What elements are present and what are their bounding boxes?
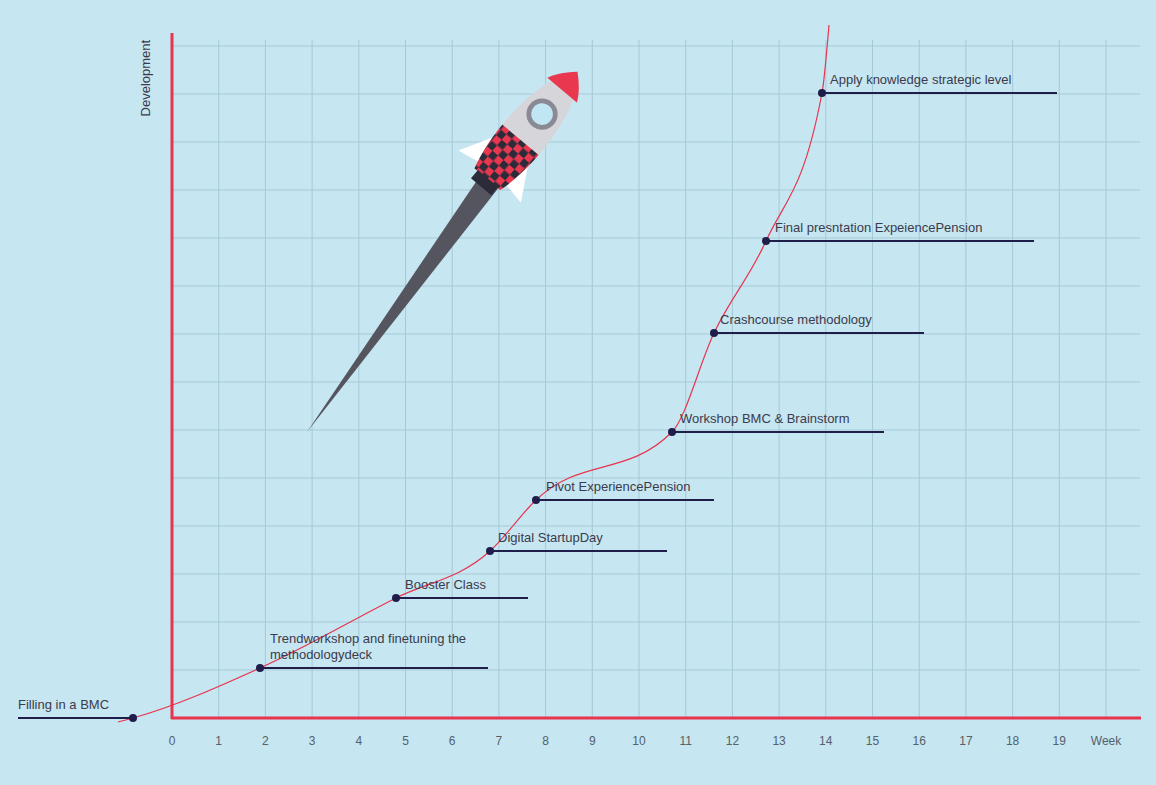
milestone-line: [822, 92, 1057, 94]
tick-label: 7: [496, 734, 503, 749]
milestone-label: Crashcourse methodology: [720, 312, 872, 328]
tick-label: 19: [1053, 734, 1066, 749]
x-axis: [171, 717, 1141, 720]
rocket-trail: [307, 170, 500, 432]
grid-line: [172, 46, 1140, 47]
grid-line: [172, 286, 1140, 287]
grid-line: [172, 670, 1140, 671]
milestone-label: Booster Class: [405, 577, 486, 593]
grid-line: [172, 478, 1140, 479]
grid-line: [172, 526, 1140, 527]
milestone-dot: [668, 428, 676, 436]
milestone-dot: [532, 496, 540, 504]
milestone-line: [536, 499, 714, 501]
milestone-line: [396, 597, 528, 599]
milestone-label: Trendworkshop and finetuning the methodo…: [270, 631, 470, 664]
milestone-dot: [486, 547, 494, 555]
rocket-nozzle: [471, 170, 498, 195]
milestone-label: Pivot ExperiencePension: [546, 479, 691, 495]
milestone-label: Filling in a BMC: [18, 697, 109, 713]
milestone-line: [18, 717, 133, 719]
milestone-line: [766, 240, 1034, 242]
tick-label: 17: [959, 734, 972, 749]
y-axis: [171, 33, 174, 719]
tick-label: 13: [772, 734, 785, 749]
grid-line: [172, 238, 1140, 239]
tick-label: 10: [632, 734, 645, 749]
rocket-checks: [464, 121, 544, 200]
grid-line: [172, 574, 1140, 575]
grid-line: [172, 142, 1140, 143]
milestone-label: Workshop BMC & Brainstorm: [680, 411, 850, 427]
axis-title: Week: [1091, 734, 1121, 749]
milestone-line: [672, 431, 884, 433]
milestone-dot: [392, 594, 400, 602]
milestone-line: [490, 550, 667, 552]
grid-line: [172, 382, 1140, 383]
grid: [172, 40, 1140, 718]
grid-line: [172, 94, 1140, 95]
milestone-dot: [762, 237, 770, 245]
tick-label: 2: [262, 734, 269, 749]
milestone-line: [714, 332, 924, 334]
grid-line: [172, 430, 1140, 431]
grid-line: [172, 334, 1140, 335]
tick-label: 14: [819, 734, 832, 749]
milestone-label: Digital StartupDay: [498, 530, 603, 546]
axes: [171, 33, 1141, 719]
milestone-dot: [710, 329, 718, 337]
milestone-dot: [818, 89, 826, 97]
milestone-label: Apply knowledge strategic level: [830, 72, 1011, 88]
rocket-window: [523, 96, 560, 133]
tick-label: 15: [866, 734, 879, 749]
tick-label: 18: [1006, 734, 1019, 749]
grid-line: [172, 190, 1140, 191]
tick-label: 16: [913, 734, 926, 749]
tick-label: 3: [309, 734, 316, 749]
milestone-line: [260, 667, 488, 669]
tick-label: 1: [215, 734, 222, 749]
axis-title: Development: [138, 40, 154, 117]
growth-curve: [118, 25, 829, 722]
tick-label: 11: [679, 734, 691, 749]
rocket-nose: [547, 59, 592, 102]
tick-label: 4: [355, 734, 362, 749]
tick-label: 0: [169, 734, 176, 749]
milestone-dot: [129, 714, 137, 722]
grid-line: [172, 622, 1140, 623]
tick-label: 9: [589, 734, 596, 749]
tick-label: 5: [402, 734, 409, 749]
tick-label: 8: [542, 734, 549, 749]
tick-label: 6: [449, 734, 456, 749]
rocket: [450, 46, 609, 213]
tick-label: 12: [726, 734, 739, 749]
milestone-dot: [256, 664, 264, 672]
milestone-label: Final presntation ExpeiencePension: [775, 220, 982, 236]
